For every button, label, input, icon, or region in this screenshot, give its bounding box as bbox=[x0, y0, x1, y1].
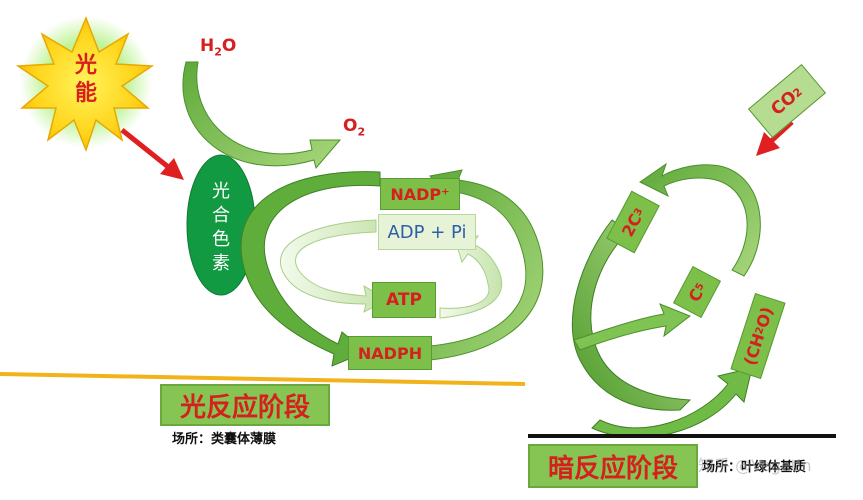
co2-arrow bbox=[756, 120, 794, 156]
dark-cycle-top-arrow bbox=[639, 162, 761, 277]
watermark: 知乎 @Vegetin bbox=[698, 456, 812, 475]
dark-stage-title: 暗反应阶段 bbox=[528, 444, 698, 488]
light-stage-title: 光反应阶段 bbox=[160, 384, 330, 426]
nadph-box: NADPH bbox=[348, 336, 432, 370]
light-cycle-outer-arrow bbox=[240, 171, 381, 367]
atp-box: ATP bbox=[372, 282, 436, 318]
light-arrow bbox=[120, 128, 184, 180]
dark-cycle-big-arrow bbox=[571, 219, 753, 439]
light-stage-baseline bbox=[0, 372, 526, 386]
adp-box: ADP + Pi bbox=[378, 214, 476, 250]
water-split-arrow bbox=[182, 61, 342, 170]
h2o-label: H2O bbox=[200, 36, 237, 59]
dark-stage-site: 场所：叶绿体基质 bbox=[702, 460, 807, 475]
pigment-label: 光合色素 bbox=[212, 181, 230, 274]
sun-icon bbox=[15, 15, 155, 153]
light-energy-label: 光能 bbox=[74, 53, 97, 106]
nadp-box: NADP⁺ bbox=[380, 178, 460, 210]
light-stage-site: 场所：类囊体薄膜 bbox=[172, 432, 277, 447]
o2-label: O2 bbox=[343, 116, 366, 139]
dark-cycle-middle-arrow bbox=[573, 303, 692, 351]
light-cycle-return-arrow bbox=[429, 169, 544, 361]
